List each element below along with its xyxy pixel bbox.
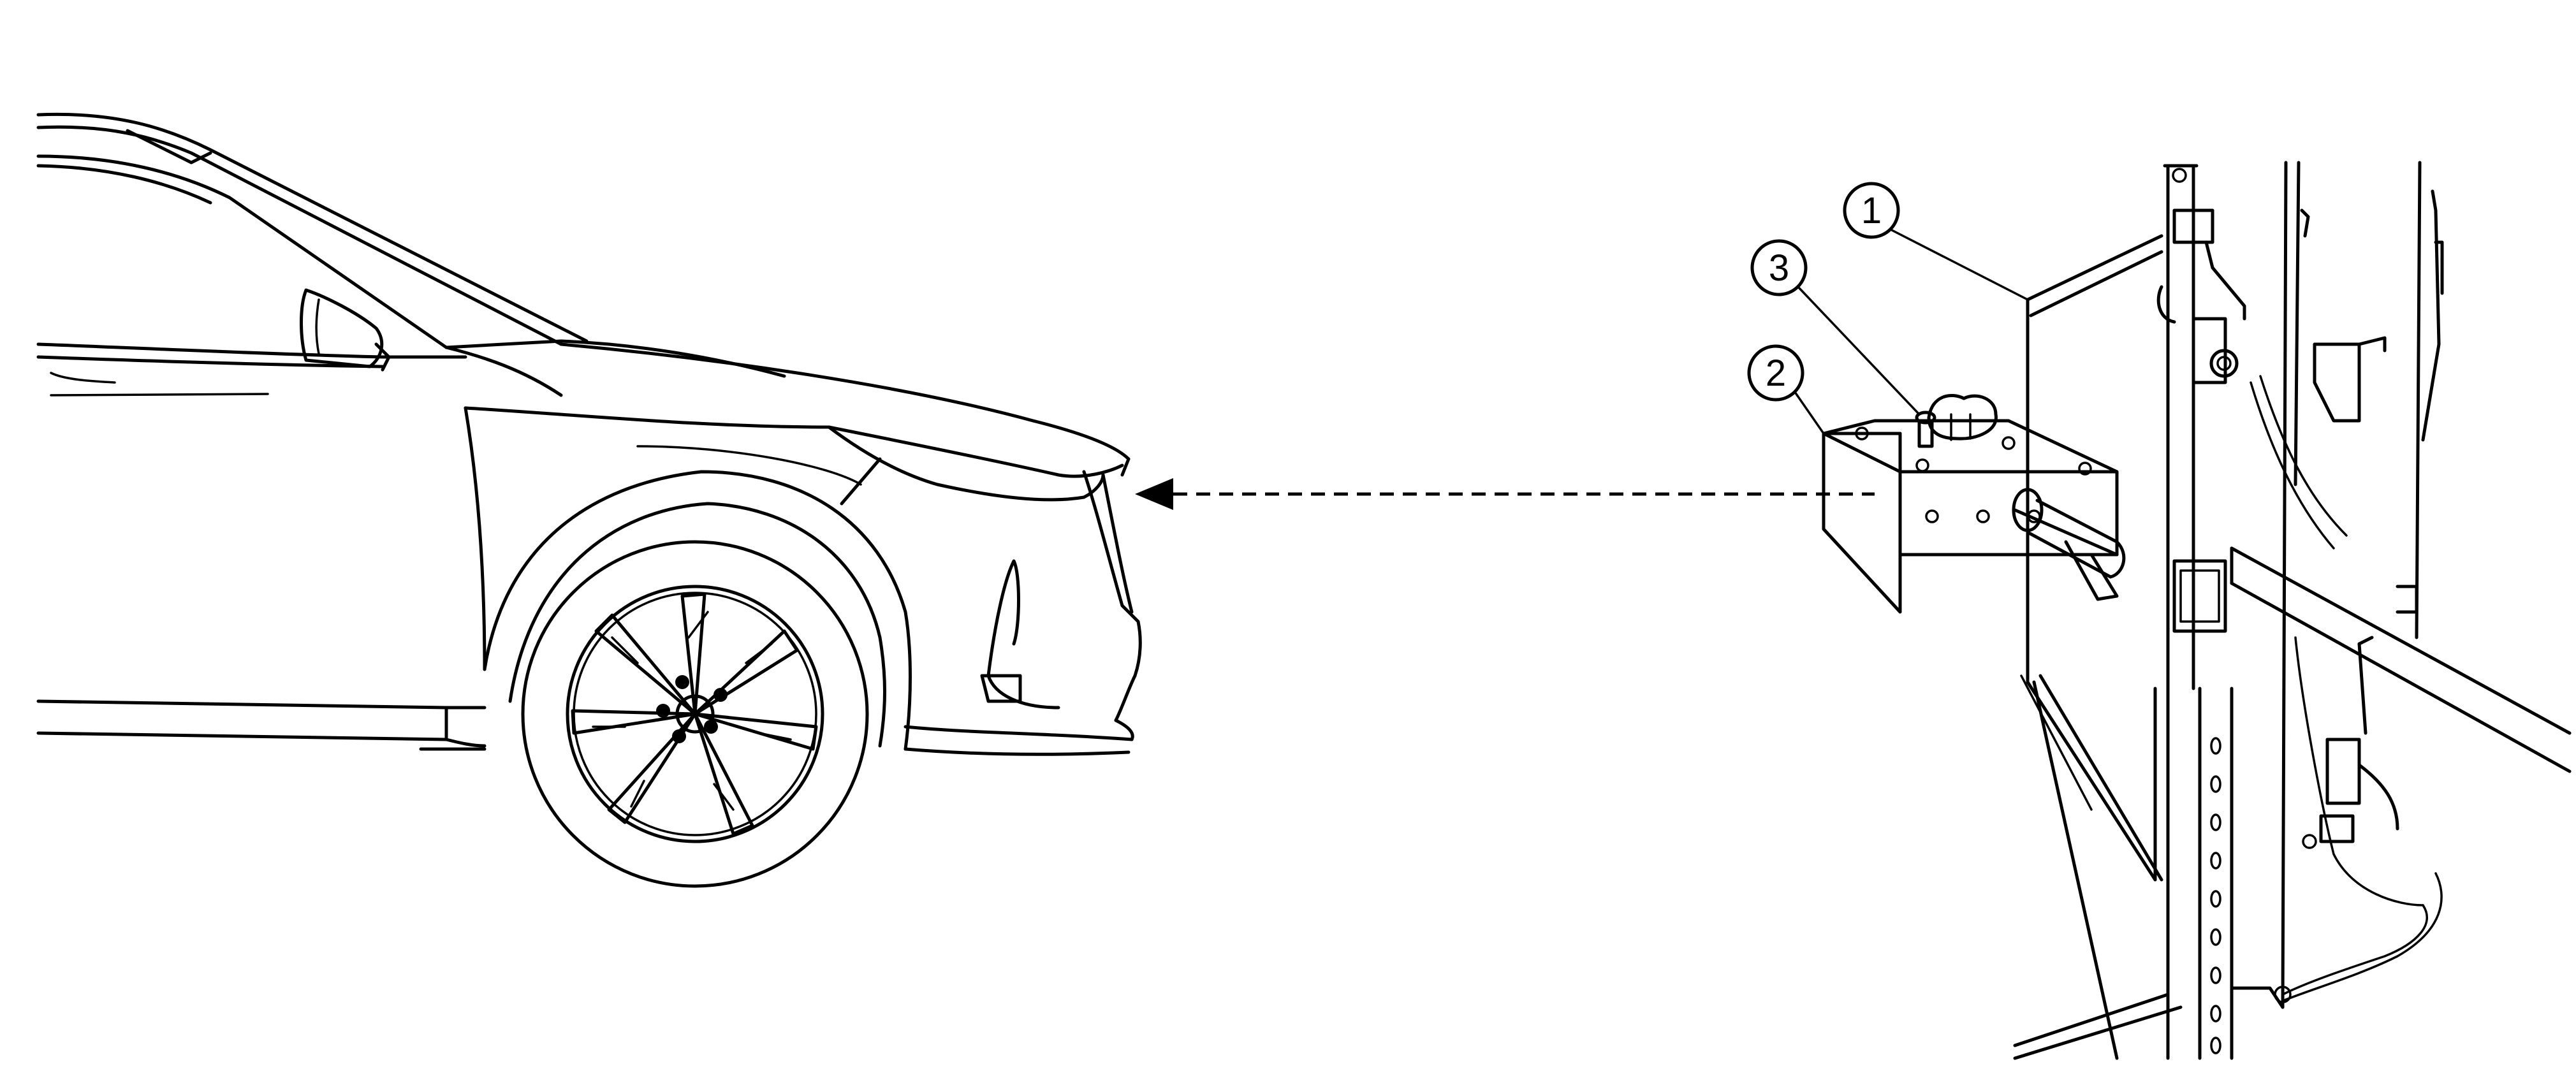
callout-1-label: 1 [1861,190,1882,231]
callout-2-label: 2 [1766,353,1786,394]
callout-3: 3 [1750,239,1808,296]
callout-1: 1 [1843,182,1900,239]
callout-leaders [1794,228,2029,435]
vehicle-illustration [36,112,1142,888]
fixture-stand [1822,161,2572,1060]
callout-2: 2 [1747,344,1804,402]
callout-3-label: 3 [1769,247,1789,289]
direction-arrow [1135,478,1875,510]
direction-arrow-icon [1135,478,1173,510]
target-box [1822,393,2126,614]
